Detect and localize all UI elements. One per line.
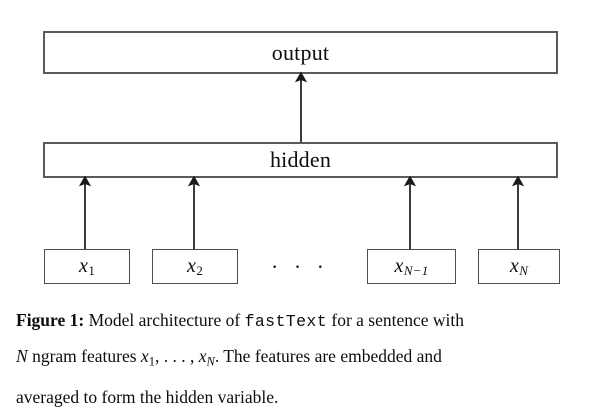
architecture-diagram: output hidden x1 x2 xN−1 xN · · ·	[43, 31, 560, 284]
input-token-label: xN	[509, 254, 529, 279]
caption-line1-text-a: Model architecture of	[84, 310, 245, 330]
input-token-label: x1	[78, 254, 96, 279]
input-token-box: x1	[44, 249, 130, 284]
input-token-box: xN−1	[367, 249, 456, 284]
figure-caption: Figure 1: Model architecture of fastText…	[16, 303, 586, 415]
caption-line2-text-b: ngram features	[27, 346, 141, 366]
input-token-label: xN−1	[394, 254, 429, 279]
hidden-layer-box: hidden	[43, 142, 558, 178]
input-token-box: xN	[478, 249, 560, 284]
caption-math-x1-base: x	[140, 346, 149, 366]
caption-mono-fasttext: fastText	[244, 312, 327, 331]
hidden-layer-label: hidden	[269, 147, 332, 172]
output-layer-box: output	[43, 31, 558, 74]
caption-line2-text-c: . The features are embedded and	[214, 346, 442, 366]
caption-math-n: N	[16, 346, 28, 366]
caption-math-xn-base: x	[198, 346, 207, 366]
caption-math-x1-sub: 1	[148, 354, 155, 369]
ellipsis-separator: · · ·	[271, 254, 329, 279]
caption-line1-text-b: for a sentence with	[327, 310, 465, 330]
input-token-box: x2	[152, 249, 238, 284]
caption-math-xn-sub: N	[206, 354, 215, 369]
output-layer-label: output	[271, 39, 330, 65]
input-token-label: x2	[186, 254, 204, 279]
caption-label: Figure 1:	[16, 310, 85, 330]
caption-line-2: N ngram features x1, . . . , xN. The fea…	[16, 339, 586, 380]
caption-math-dots: , . . . ,	[154, 346, 199, 366]
caption-line-3: averaged to form the hidden variable.	[16, 386, 279, 407]
caption-line-1: Figure 1: Model architecture of fastText…	[16, 303, 586, 339]
